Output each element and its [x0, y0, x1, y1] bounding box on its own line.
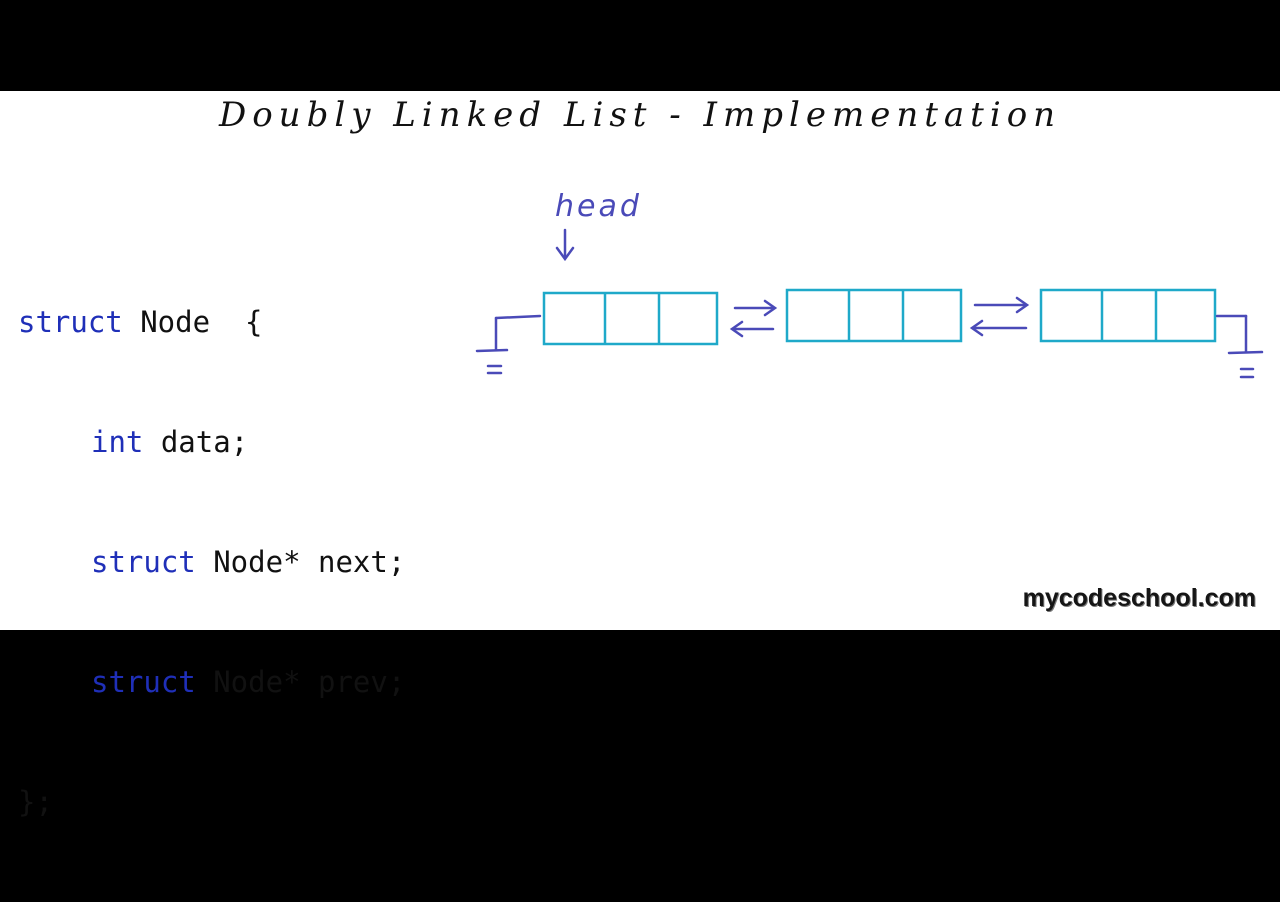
head-arrow — [555, 228, 575, 262]
watermark-logo: mycodeschool.com — [1022, 584, 1256, 612]
whiteboard — [0, 91, 1280, 630]
code-line-4: struct Node* prev; — [18, 662, 405, 702]
code-text: Node { — [122, 305, 263, 339]
page-title: Doubly Linked List - Implementation — [218, 95, 1062, 135]
code-keyword: struct — [91, 665, 196, 699]
code-text: Node* prev; — [195, 665, 406, 699]
code-line-5: }; — [18, 782, 405, 822]
node-2 — [785, 288, 963, 343]
code-text: data; — [143, 425, 249, 459]
code-keyword: struct — [18, 305, 123, 339]
node-3 — [1039, 288, 1217, 343]
code-line-1: struct Node { — [18, 302, 405, 342]
next-arrow-2 — [973, 296, 1030, 314]
right-null-ground-icon — [1215, 314, 1264, 379]
video-frame: Doubly Linked List - Implementation stru… — [0, 91, 1280, 819]
code-keyword: int — [91, 425, 144, 459]
code-text: }; — [18, 785, 53, 819]
prev-arrow-1 — [729, 320, 775, 338]
next-arrow-1 — [733, 299, 778, 317]
left-null-ground-icon — [475, 314, 542, 375]
code-line-3: struct Node* next; — [18, 542, 405, 582]
code-text: Node* next; — [195, 545, 406, 579]
linked-list-diagram: head — [475, 189, 1264, 379]
node-1 — [542, 291, 719, 346]
prev-arrow-2 — [969, 319, 1028, 337]
code-line-2: int data; — [18, 422, 405, 462]
code-keyword: struct — [91, 545, 196, 579]
head-label: head — [555, 189, 642, 224]
